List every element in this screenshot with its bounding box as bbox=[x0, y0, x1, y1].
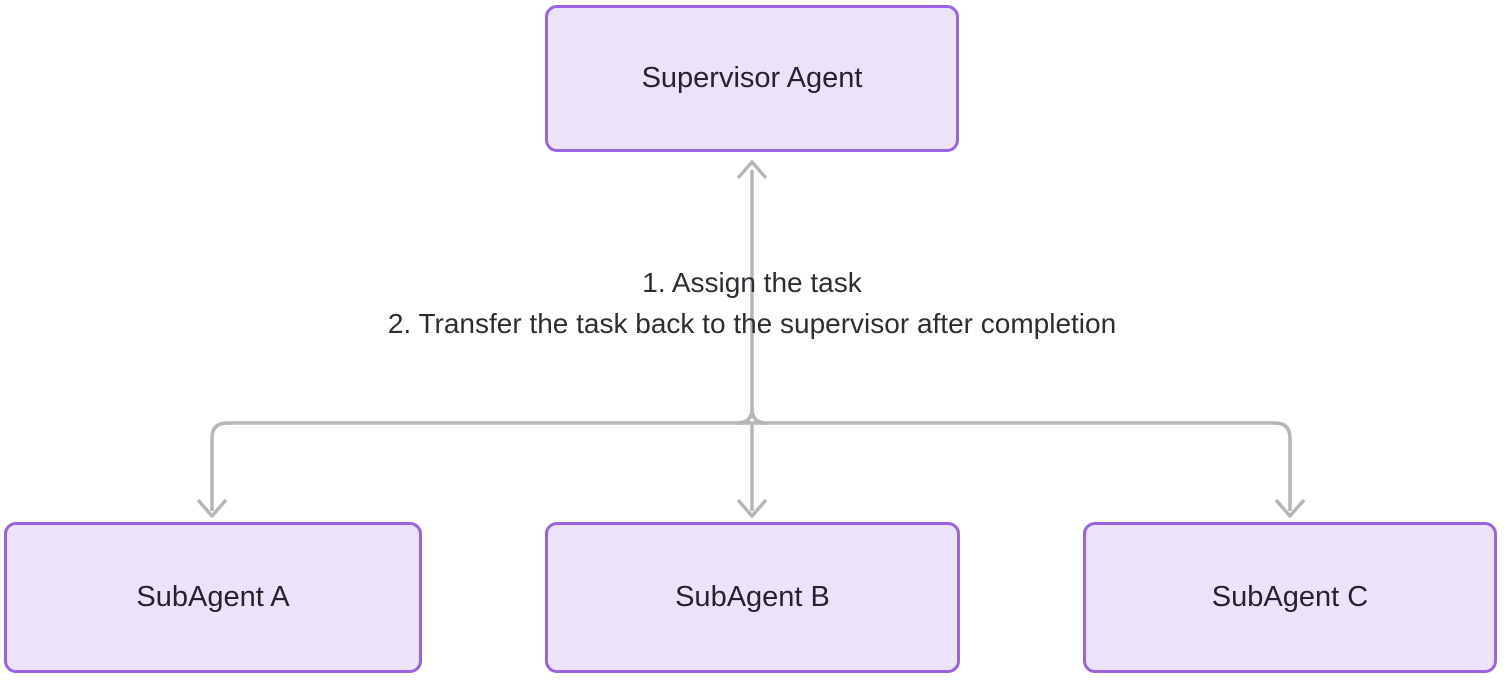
node-supervisor: Supervisor Agent bbox=[545, 5, 959, 152]
node-subagent-c-label: SubAgent C bbox=[1211, 581, 1369, 613]
node-subagent-c: SubAgent C bbox=[1083, 522, 1497, 673]
node-subagent-b: SubAgent B bbox=[545, 522, 960, 673]
node-subagent-b-label: SubAgent B bbox=[675, 581, 830, 613]
arrowhead-down-a-icon bbox=[196, 498, 228, 518]
arrowhead-down-c-icon bbox=[1274, 498, 1306, 518]
node-subagent-a-label: SubAgent A bbox=[136, 581, 290, 613]
edge-label: 1. Assign the task 2. Transfer the task … bbox=[0, 262, 1504, 344]
edge-junction-fillet-left bbox=[736, 408, 754, 425]
arrowhead-up-icon bbox=[736, 160, 768, 180]
node-supervisor-label: Supervisor Agent bbox=[641, 62, 863, 94]
node-subagent-a: SubAgent A bbox=[4, 522, 422, 673]
edge-label-line-1: 1. Assign the task bbox=[642, 267, 862, 298]
edge-junction-fillet-right bbox=[750, 408, 768, 425]
arrowhead-down-b-icon bbox=[736, 498, 768, 518]
edge-label-line-2: 2. Transfer the task back to the supervi… bbox=[387, 308, 1117, 339]
